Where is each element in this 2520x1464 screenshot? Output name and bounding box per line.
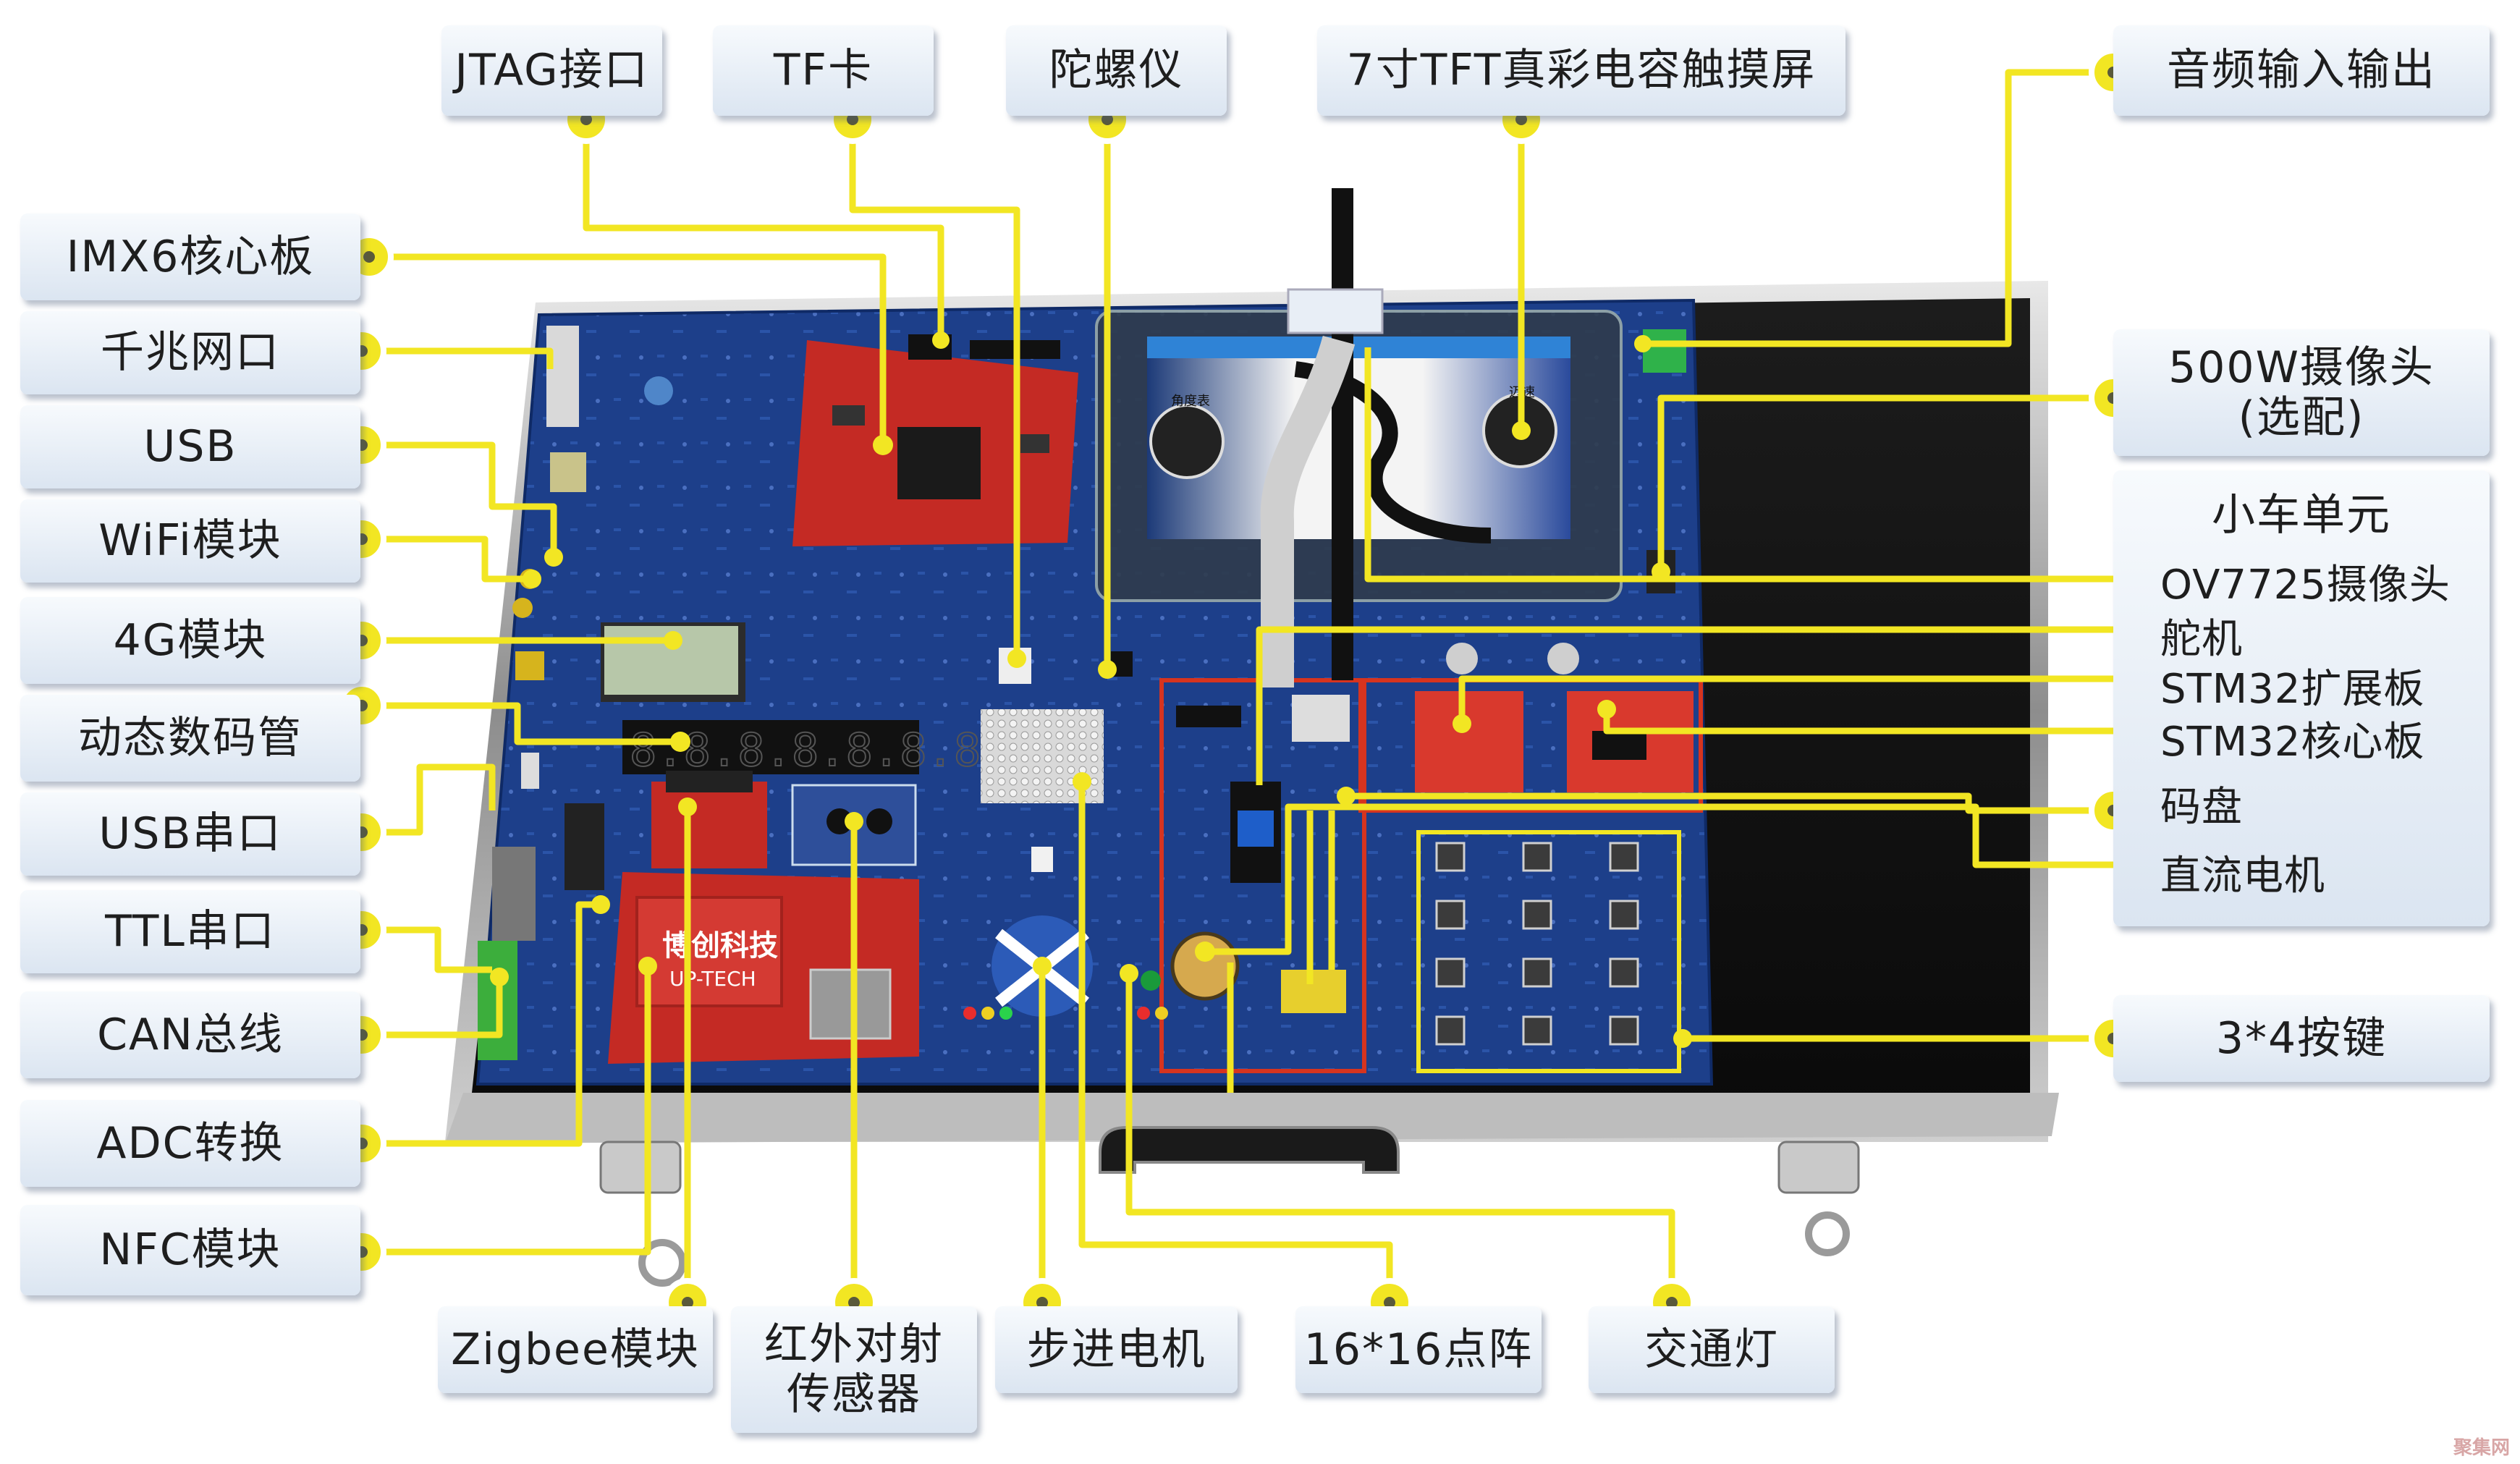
label-ttl-serial: TTL串口 xyxy=(20,890,360,973)
watermark: 聚集网 xyxy=(2453,1437,2510,1459)
label-dc-motor: 直流电机 xyxy=(2160,852,2325,900)
label-adc: ADC转换 xyxy=(20,1100,360,1187)
board-components: 8.8.8.8.8.8.8.8 xyxy=(478,326,1133,1060)
label-can-bus: CAN总线 xyxy=(20,991,360,1078)
label-infrared-line2: 传感器 xyxy=(787,1368,921,1420)
label-encoder-disk: 码盘 xyxy=(2160,784,2243,831)
leader-lines xyxy=(362,69,2113,1303)
screen-left-gauge-label: 角度表 xyxy=(1171,394,1210,409)
label-500w-camera-line2: (选配) xyxy=(2238,392,2365,443)
label-traffic-light: 交通灯 xyxy=(1589,1306,1835,1393)
label-keypad: 3*4按键 xyxy=(2113,995,2490,1082)
label-500w-camera-line1: 500W摄像头 xyxy=(2168,342,2435,393)
label-dynamic-digital-tube: 动态数码管 xyxy=(20,695,360,782)
label-wifi: WiFi模块 xyxy=(20,499,360,583)
label-stm32-expansion: STM32扩展板 xyxy=(2160,666,2425,713)
label-imx6-core: IMX6核心板 xyxy=(20,213,360,300)
label-infrared-sensor: 红外对射 传感器 xyxy=(731,1306,977,1433)
label-zigbee: Zigbee模块 xyxy=(438,1306,713,1393)
nfc-board-brand: 博创科技 xyxy=(662,929,778,962)
label-4g: 4G模块 xyxy=(20,597,360,684)
nfc-zigbee-boards: 博创科技 UP-TECH xyxy=(608,771,919,1064)
svg-text:8.8.8.8.8.8.8.8: 8.8.8.8.8.8.8.8 xyxy=(630,724,1035,777)
label-stepper-motor: 步进电机 xyxy=(995,1306,1238,1393)
small-leader-dots xyxy=(490,331,1692,1048)
label-stm32-core: STM32核心板 xyxy=(2160,719,2425,766)
label-jtag: JTAG接口 xyxy=(441,25,662,116)
label-nfc: NFC模块 xyxy=(20,1205,360,1295)
label-touch-screen: 7寸TFT真彩电容触摸屏 xyxy=(1317,25,1845,116)
label-tf-card: TF卡 xyxy=(713,25,934,116)
keypad xyxy=(1435,842,1639,1046)
label-500w-camera: 500W摄像头 (选配) xyxy=(2113,329,2490,456)
label-car-unit-title: 小车单元 xyxy=(2212,490,2391,541)
label-audio-io: 音频输入输出 xyxy=(2113,25,2490,116)
label-gyroscope: 陀螺仪 xyxy=(1006,25,1227,116)
label-usb-serial: USB串口 xyxy=(20,792,360,876)
label-ov7725-camera: OV7725摄像头 xyxy=(2160,562,2451,609)
label-usb: USB xyxy=(20,405,360,488)
car-unit-panel: 小车单元 xyxy=(2113,470,2490,926)
label-dot-matrix: 16*16点阵 xyxy=(1295,1306,1542,1393)
label-gigabit-ethernet: 千兆网口 xyxy=(20,311,360,394)
label-infrared-line1: 红外对射 xyxy=(764,1319,944,1370)
lcd-screen: 角度表 迈速 xyxy=(1095,188,1623,687)
nfc-board-brand-en: UP-TECH xyxy=(669,967,756,991)
imx6-core-board xyxy=(792,340,1078,546)
label-servo: 舵机 xyxy=(2160,616,2243,663)
